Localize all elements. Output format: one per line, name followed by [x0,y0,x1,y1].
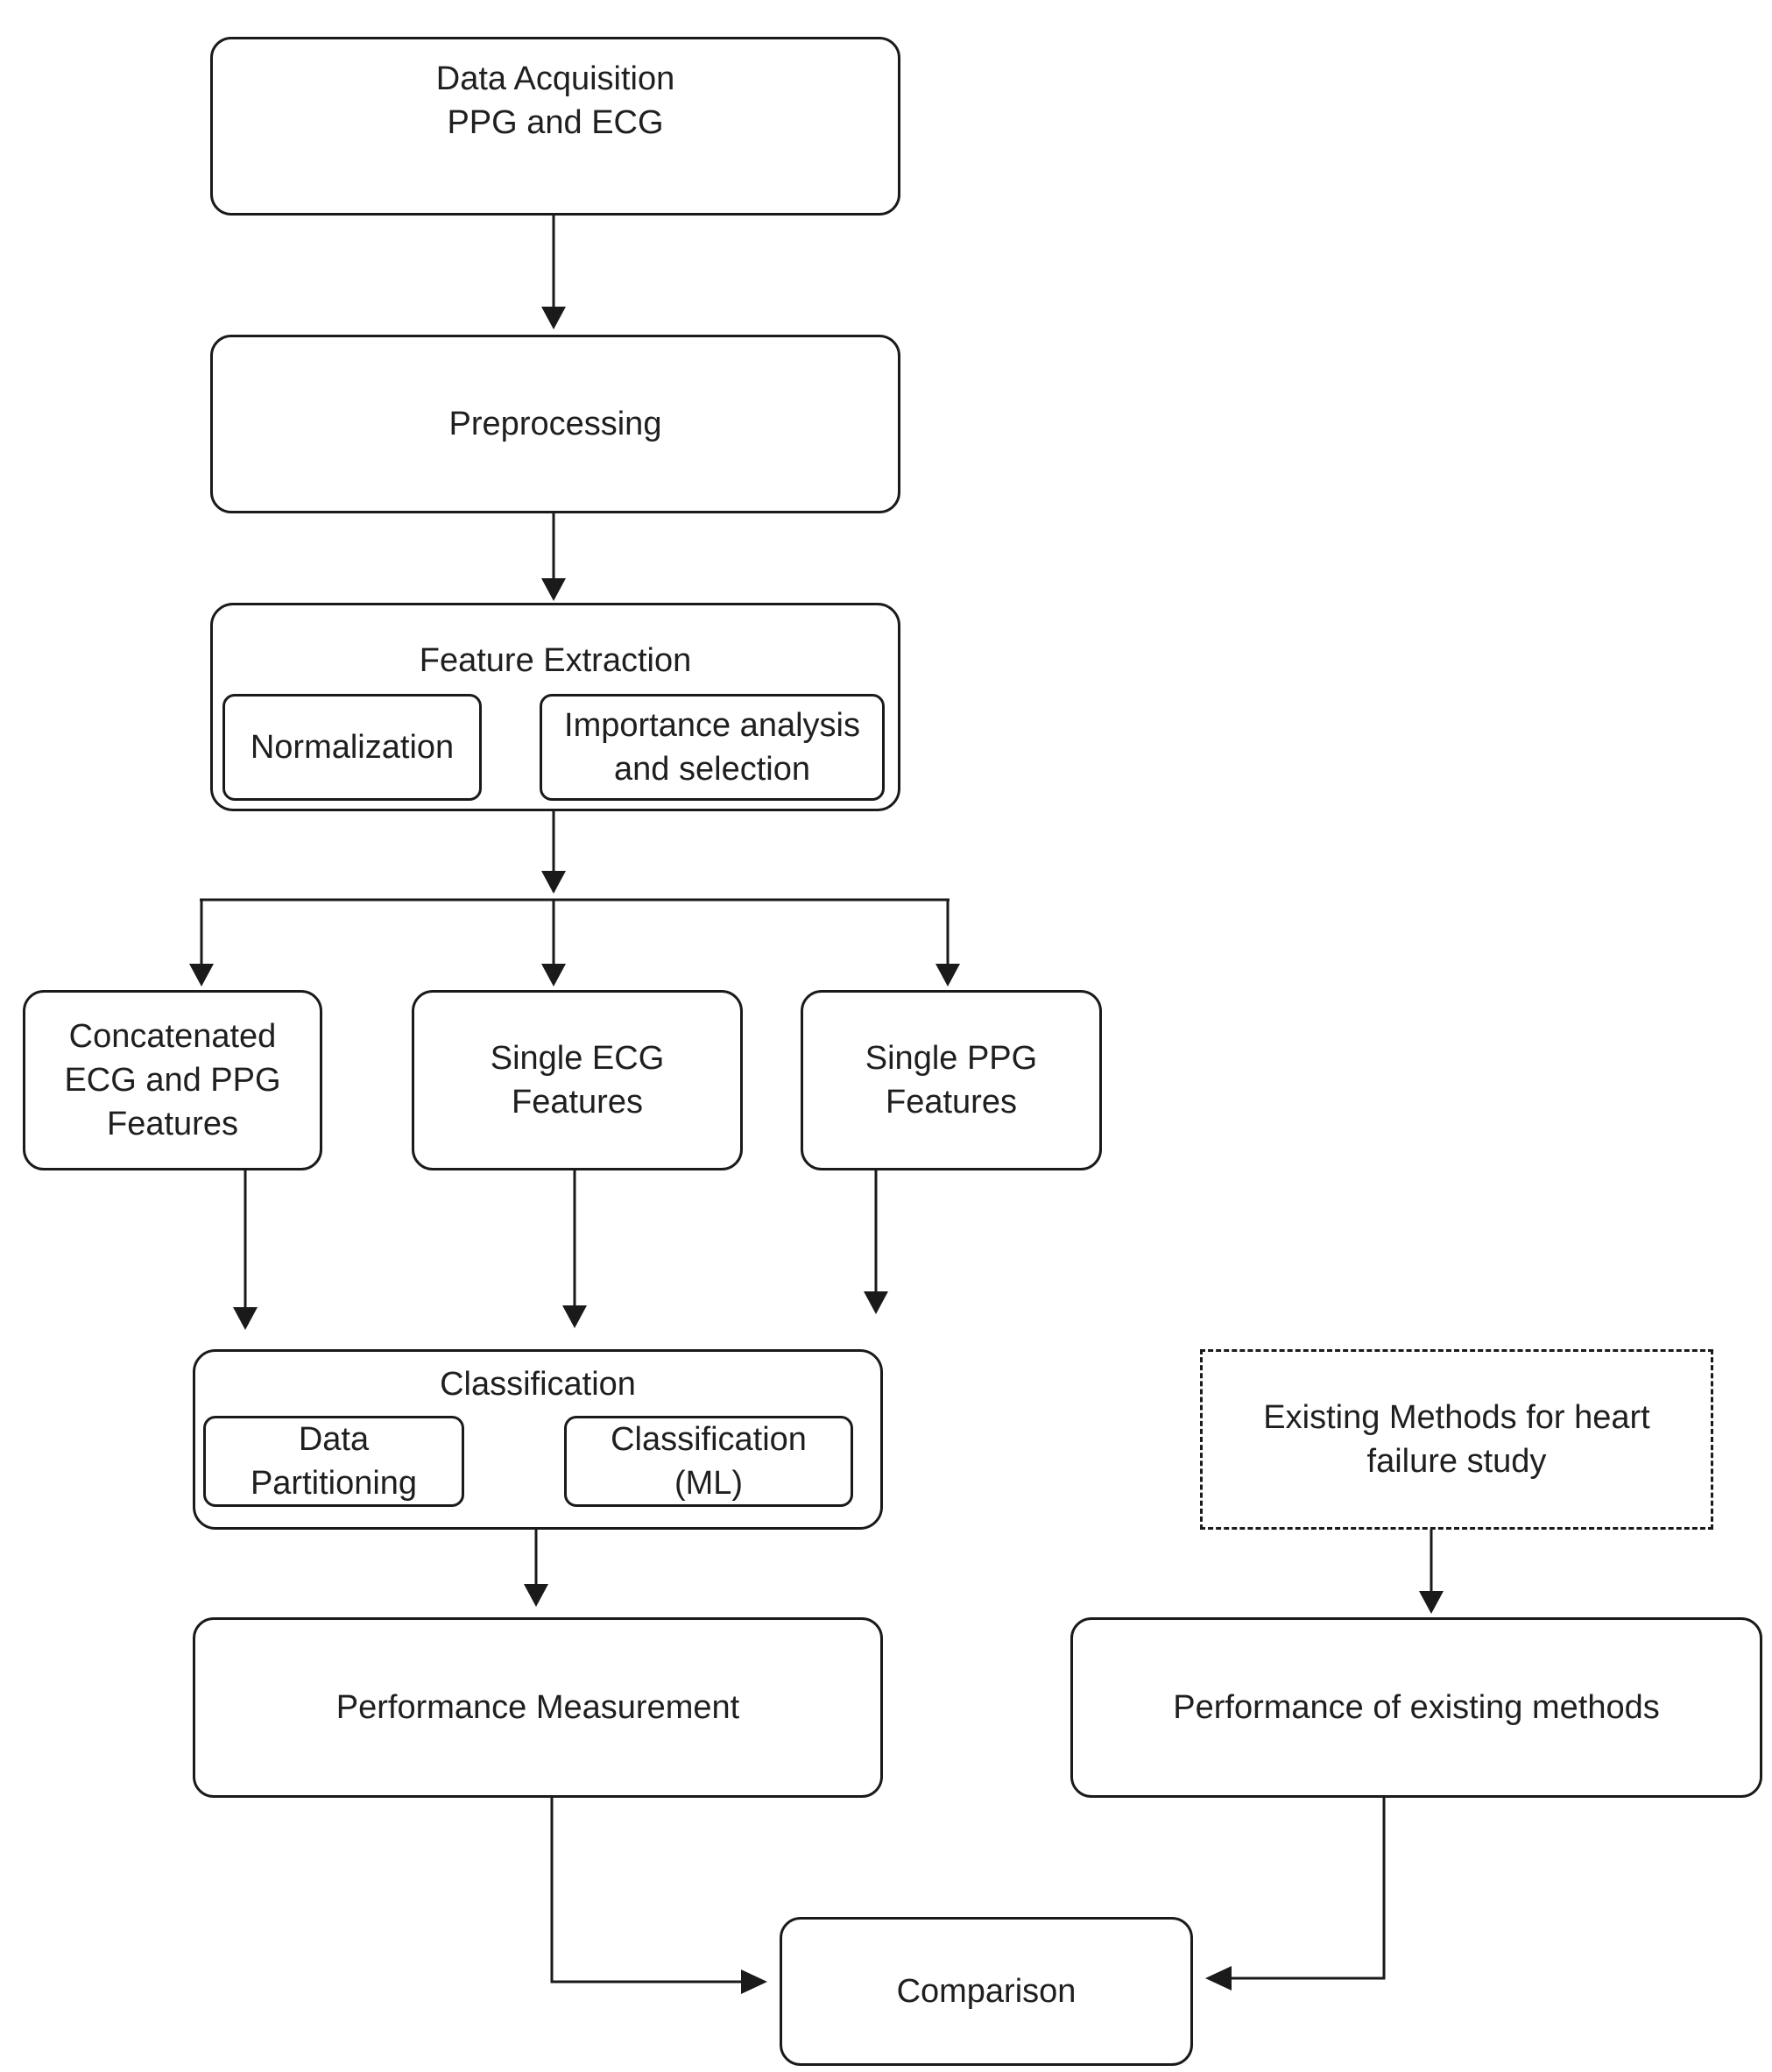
arrowhead-classification-to-performance [524,1584,548,1607]
classification-ml-label: Classification (ML) [611,1421,807,1502]
arrowhead-split-to-single-ppg [935,964,960,986]
arrowhead-split-to-concatenated [189,964,214,986]
data-acquisition-box: Data Acquisition PPG and ECG [210,37,900,216]
arrowhead-performance-to-comparison [741,1969,767,1994]
normalization-label: Normalization [250,729,455,766]
performance-measurement-box: Performance Measurement [193,1617,883,1798]
single-ecg-features-box: Single ECG Features [412,990,743,1170]
data-acquisition-label: Data Acquisition PPG and ECG [435,60,675,141]
normalization-box: Normalization [222,694,482,801]
comparison-box: Comparison [780,1917,1193,2066]
preprocessing-label: Preprocessing [448,406,662,442]
arrowhead-single-ecg-to-classification [562,1305,587,1328]
performance-existing-box: Performance of existing methods [1070,1617,1762,1798]
arrow-performance-to-comparison [550,1796,759,1984]
importance-analysis-label: Importance analysis and selection [564,707,860,788]
arrowhead-acquisition-to-preprocessing [541,307,566,329]
classification-ml-box: Classification (ML) [564,1416,853,1507]
arrowhead-split-to-single-ecg [541,964,566,986]
arrow-performance-existing-to-comparison [1212,1796,1386,1980]
classification-title: Classification [440,1366,636,1403]
single-ppg-features-box: Single PPG Features [801,990,1102,1170]
single-ppg-features-label: Single PPG Features [865,1040,1038,1121]
existing-methods-box: Existing Methods for heart failure study [1200,1349,1713,1530]
performance-existing-label: Performance of existing methods [1173,1689,1660,1726]
concatenated-features-box: Concatenated ECG and PPG Features [23,990,322,1170]
importance-analysis-box: Importance analysis and selection [540,694,885,801]
performance-measurement-label: Performance Measurement [335,1689,740,1726]
arrowhead-concatenated-to-classification [233,1307,258,1330]
preprocessing-box: Preprocessing [210,335,900,513]
existing-methods-label: Existing Methods for heart failure study [1263,1399,1650,1480]
data-partitioning-label: Data Partitioning [250,1421,418,1502]
data-partitioning-box: Data Partitioning [203,1416,464,1507]
arrowhead-feature-extraction-down [541,871,566,894]
arrowhead-existing-to-performance-existing [1419,1591,1444,1614]
concatenated-features-label: Concatenated ECG and PPG Features [64,1018,281,1142]
single-ecg-features-label: Single ECG Features [490,1040,665,1121]
arrowhead-single-ppg-to-classification [864,1291,888,1314]
comparison-label: Comparison [896,1973,1077,2010]
arrowhead-preprocessing-to-feature-extraction [541,578,566,601]
arrowhead-performance-existing-to-comparison [1205,1966,1232,1991]
feature-extraction-title: Feature Extraction [419,642,692,679]
